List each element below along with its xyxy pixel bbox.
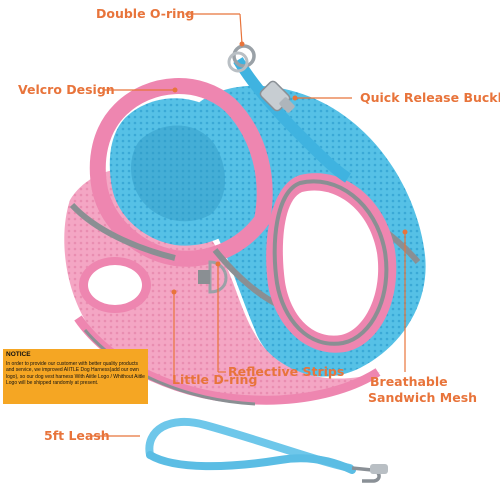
- left-leg-opening: [88, 265, 142, 305]
- buckle-clip: [279, 97, 295, 113]
- leash-strap: [146, 451, 356, 474]
- neck-opening-shadow: [131, 125, 226, 222]
- label-reflective-strips: Reflective Strips: [228, 364, 345, 379]
- reflective-strip-left: [69, 202, 176, 261]
- neck-trim: [89, 78, 273, 267]
- label-breathable: Breathable: [370, 374, 448, 389]
- callout-line-o-ring-v: [239, 13, 243, 45]
- leash-clip-body: [370, 464, 388, 474]
- o-ring-2: [227, 51, 249, 73]
- notice-box: NOTICE In order to provide our customer …: [3, 349, 148, 404]
- right-leg-opening: [282, 190, 379, 336]
- d-ring-tab: [198, 270, 210, 284]
- label-double-o-ring: Double O-ring: [96, 6, 195, 21]
- label-sandwich-mesh: Sandwich Mesh: [368, 390, 478, 405]
- right-leg-opening-reflective: [272, 179, 389, 346]
- bottom-reflective: [83, 329, 256, 406]
- neck-opening: [109, 98, 252, 246]
- label-velcro-design: Velcro Design: [18, 82, 115, 97]
- label-little-d-ring: Little D-ring: [172, 372, 258, 387]
- notice-title: NOTICE: [6, 351, 31, 358]
- top-strap: [233, 57, 352, 183]
- label-5ft-leash: 5ft Leash: [44, 428, 110, 443]
- o-ring-1: [232, 44, 256, 68]
- notice-body: In order to provide our customer with be…: [6, 361, 145, 386]
- label-quick-release-buckle: Quick Release Buckle: [360, 90, 500, 105]
